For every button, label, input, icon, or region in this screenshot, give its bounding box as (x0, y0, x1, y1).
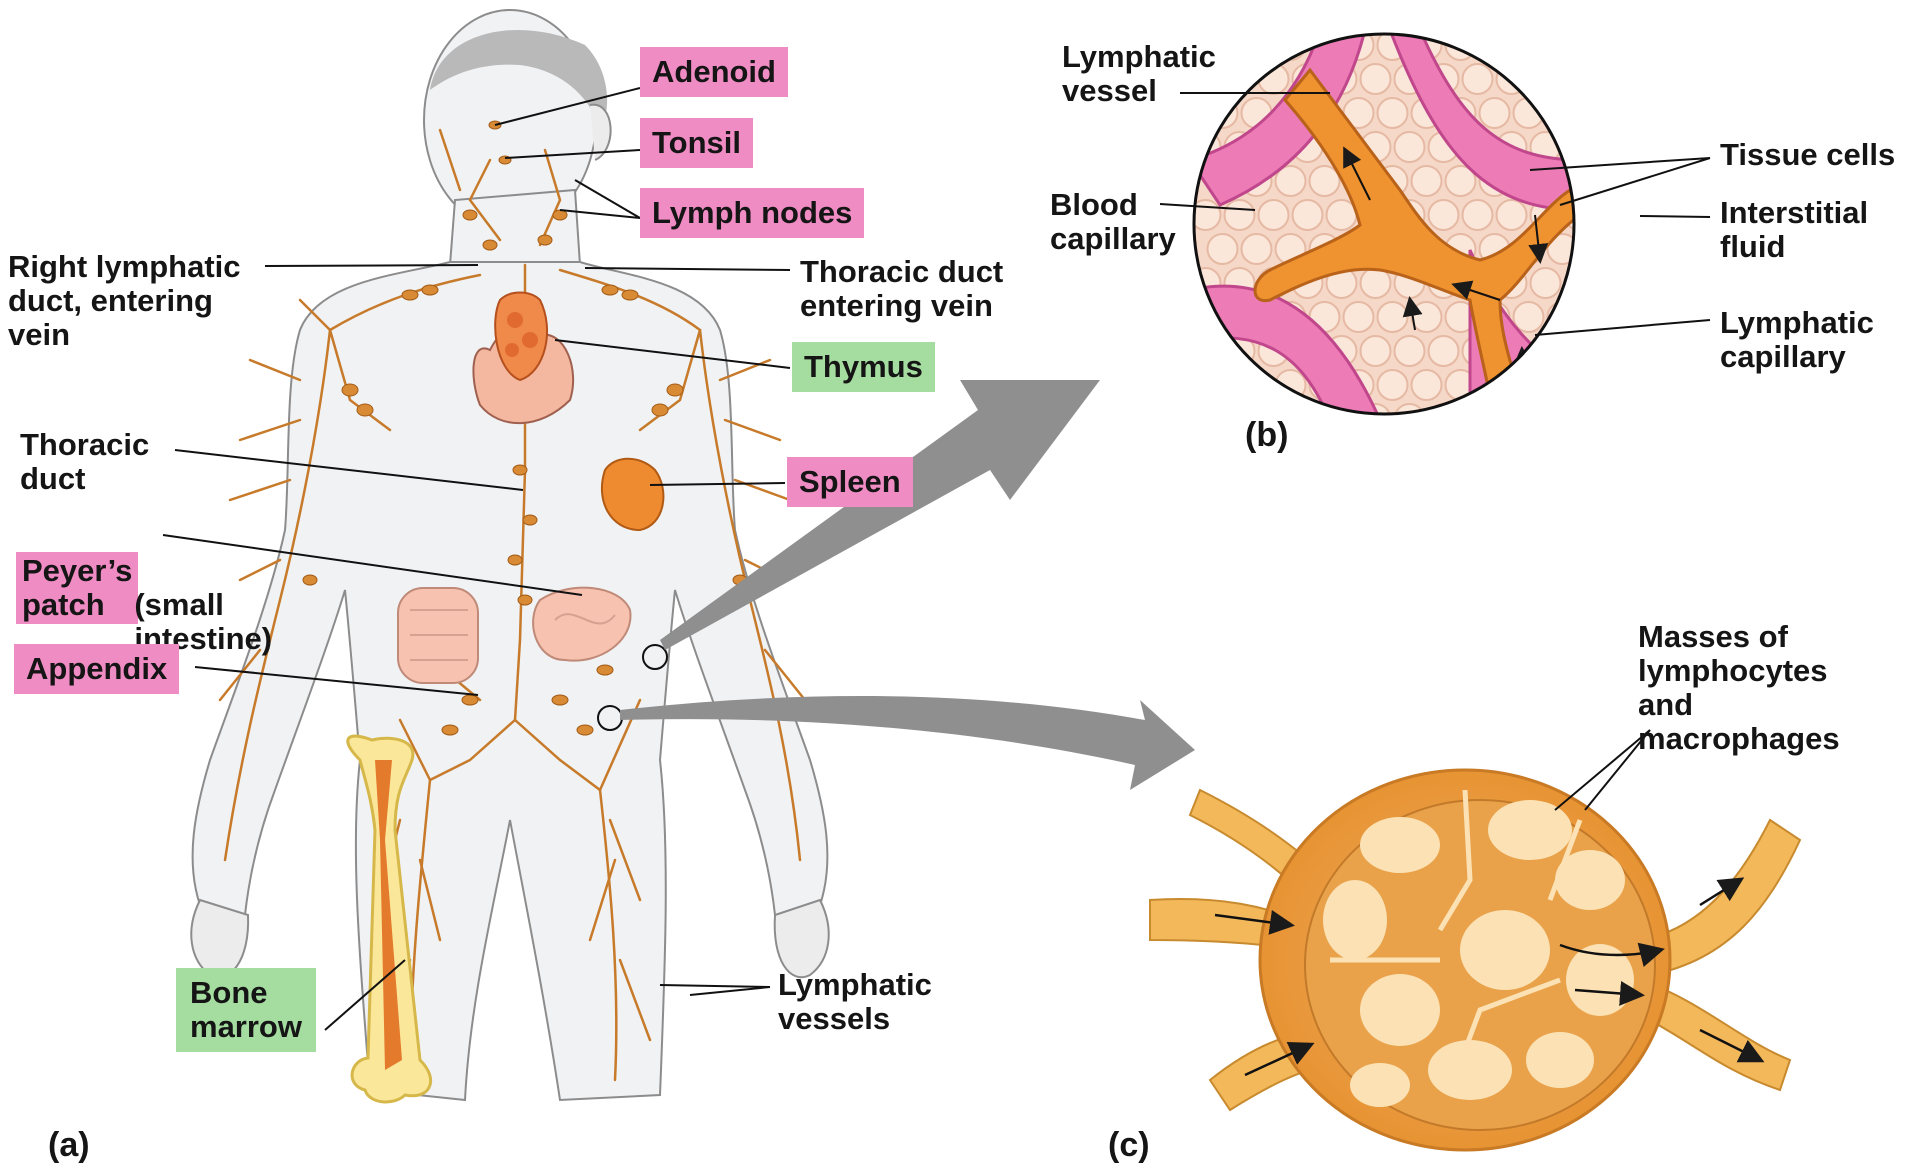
tissue-cell (1378, 302, 1408, 332)
left-hand (775, 900, 829, 977)
tissue-cell (1514, 370, 1544, 400)
tissue-cell (1548, 302, 1578, 332)
tissue-cell (1378, 370, 1408, 400)
label-thymus: Thymus (792, 342, 935, 392)
tissue-cell (1514, 30, 1544, 60)
tissue-cell (1531, 64, 1561, 94)
tissue-cell (1497, 64, 1527, 94)
tissue-cell (1463, 64, 1493, 94)
tissue-cell (1463, 404, 1493, 434)
tissue-cell (1565, 404, 1595, 434)
large-intestine (398, 588, 478, 683)
tissue-cell (1225, 200, 1255, 230)
tissue-cell (1480, 30, 1510, 60)
label-appendix: Appendix (14, 644, 179, 694)
tissue-cell (1412, 302, 1442, 332)
tissue-cell (1480, 98, 1510, 128)
label-peyers-patch: Peyer’s patch (small intestine) (16, 518, 272, 656)
label-lymphatic-vessel: Lymphatic vessel (1062, 40, 1216, 108)
label-interstitial-fluid: Interstitial fluid (1720, 196, 1868, 264)
tissue-cell (1361, 64, 1391, 94)
tissue-cell (1514, 302, 1544, 332)
tissue-cell (1344, 302, 1374, 332)
panel-letter-c: (c) (1108, 1128, 1150, 1162)
tissue-cell (1208, 370, 1238, 400)
label-peyers-patch-highlight: Peyer’s patch (16, 552, 138, 624)
tissue-cell (1548, 30, 1578, 60)
label-thoracic-duct: Thoracic duct (20, 428, 149, 496)
tissue-cell (1378, 98, 1408, 128)
tissue-cell (1191, 404, 1221, 434)
tissue-cell (1531, 404, 1561, 434)
label-peyers-patch-rest: (small intestine) (134, 552, 272, 656)
tissue-cell (1565, 132, 1595, 162)
tissue-cell (1259, 200, 1289, 230)
tissue-cell (1276, 30, 1306, 60)
tissue-cell (1191, 336, 1221, 366)
human-body (191, 10, 828, 1100)
tissue-cell (1395, 404, 1425, 434)
panel-letter-b: (b) (1245, 418, 1288, 452)
tissue-cell (1293, 200, 1323, 230)
tissue-cell (1412, 166, 1442, 196)
tissue-cell (1208, 234, 1238, 264)
tissue-cell (1395, 336, 1425, 366)
panel-letter-a: (a) (48, 1128, 90, 1162)
label-blood-capillary: Blood capillary (1050, 188, 1176, 256)
label-lymphatic-capillary: Lymphatic capillary (1720, 306, 1874, 374)
tissue-cell (1565, 336, 1595, 366)
label-tonsil: Tonsil (640, 118, 753, 168)
tissue-cell (1242, 30, 1272, 60)
tissue-cell (1429, 200, 1459, 230)
right-hand (191, 900, 248, 977)
tissue-cell (1429, 336, 1459, 366)
label-tissue-cells: Tissue cells (1720, 138, 1895, 172)
tissue-cell (1361, 336, 1391, 366)
tissue-cell (1412, 370, 1442, 400)
label-masses-of-lymphocytes: Masses of lymphocytes and macrophages (1638, 620, 1840, 756)
tissue-cell (1531, 268, 1561, 298)
tissue-cell (1395, 132, 1425, 162)
label-lymph-nodes: Lymph nodes (640, 188, 864, 238)
label-adenoid: Adenoid (640, 47, 788, 97)
panel-c-leader-lines (1555, 730, 1650, 810)
tissue-cell (1463, 200, 1493, 230)
tissue-cell (1293, 404, 1323, 434)
label-lymphatic-vessels: Lymphatic vessels (778, 968, 932, 1036)
tissue-cell (1497, 404, 1527, 434)
tissue-cell (1565, 64, 1595, 94)
tissue-cell (1497, 200, 1527, 230)
label-right-lymphatic-duct: Right lymphatic duct, entering vein (8, 250, 241, 352)
label-spleen: Spleen (787, 457, 913, 507)
tissue-cell (1242, 234, 1272, 264)
lymph-node (1150, 770, 1800, 1150)
tissue-cell (1548, 370, 1578, 400)
tissue-cell (1310, 166, 1340, 196)
label-thoracic-duct-entering-vein: Thoracic duct entering vein (800, 255, 1003, 323)
tissue-cell (1548, 98, 1578, 128)
arrow-to-panel-c (620, 696, 1195, 790)
label-bone-marrow: Bone marrow (176, 968, 316, 1052)
